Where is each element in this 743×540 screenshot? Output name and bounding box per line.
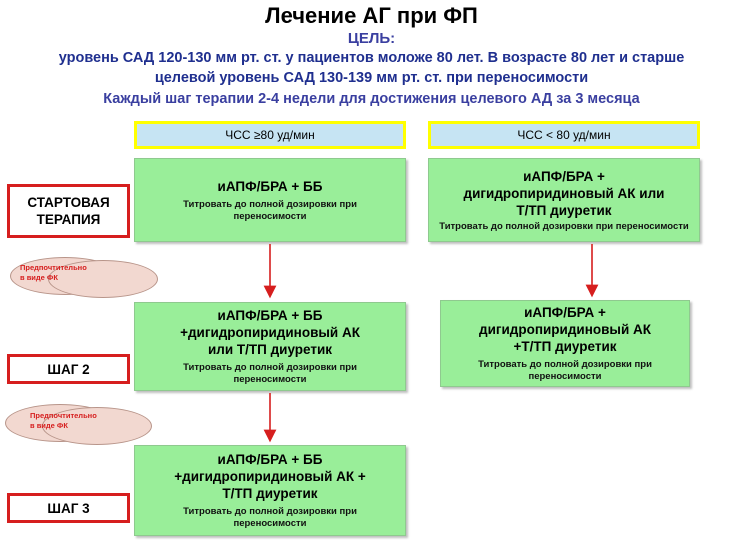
- left-start-therapy-regimen: иАПФ/БРА + ББ: [217, 178, 323, 194]
- goal-label: ЦЕЛЬ:: [347, 30, 396, 47]
- page-title: Лечение АГ при ФП: [265, 3, 478, 28]
- right-step2-note: Титровать до полной дозировки при перено…: [478, 359, 652, 382]
- preferred-fdc-note-2: Предпочтительно в виде ФК: [30, 411, 97, 430]
- left-step3-note: Титровать до полной дозировки при перено…: [183, 506, 357, 529]
- right-start-therapy-note: Титровать до полной дозировки при перено…: [439, 220, 689, 232]
- right-column-header: ЧСС < 80 уд/мин: [428, 121, 700, 149]
- step-start-therapy: СТАРТОВАЯ ТЕРАПИЯ: [7, 184, 130, 238]
- step-duration-note: Каждый шаг терапии 2-4 недели для достиж…: [103, 91, 640, 107]
- left-column-header: ЧСС ≥80 уд/мин: [134, 121, 406, 149]
- preferred-fdc-note-1: Предпочтительно в виде ФК: [20, 263, 87, 282]
- right-step2-regimen: иАПФ/БРА + дигидропиридиновый АК +Т/ТП д…: [479, 305, 651, 354]
- left-start-therapy-box: иАПФ/БРА + ББ Титровать до полной дозиро…: [134, 158, 406, 242]
- left-step3-box: иАПФ/БРА + ББ +дигидропиридиновый АК + Т…: [134, 445, 406, 536]
- step-2: ШАГ 2: [7, 354, 130, 384]
- right-start-therapy-box: иАПФ/БРА + дигидропиридиновый АК или Т/Т…: [428, 158, 700, 242]
- left-step2-box: иАПФ/БРА + ББ +дигидропиридиновый АК или…: [134, 302, 406, 391]
- preferred-fdc-oval-2-front: [42, 407, 152, 445]
- step-3: ШАГ 3: [7, 493, 130, 523]
- left-step2-note: Титровать до полной дозировки при перено…: [183, 362, 357, 385]
- left-start-therapy-note: Титровать до полной дозировки при перено…: [183, 198, 357, 222]
- goal-line-2: целевой уровень САД 130-139 мм рт. ст. п…: [154, 70, 589, 86]
- right-step2-box: иАПФ/БРА + дигидропиридиновый АК +Т/ТП д…: [440, 300, 690, 387]
- right-start-therapy-regimen: иАПФ/БРА + дигидропиридиновый АК или Т/Т…: [463, 168, 665, 218]
- preferred-fdc-oval-1-front: [48, 260, 158, 298]
- left-step3-regimen: иАПФ/БРА + ББ +дигидропиридиновый АК + Т…: [174, 452, 366, 501]
- left-step2-regimen: иАПФ/БРА + ББ +дигидропиридиновый АК или…: [180, 308, 360, 357]
- goal-line-1: уровень САД 120-130 мм рт. ст. у пациент…: [58, 50, 685, 66]
